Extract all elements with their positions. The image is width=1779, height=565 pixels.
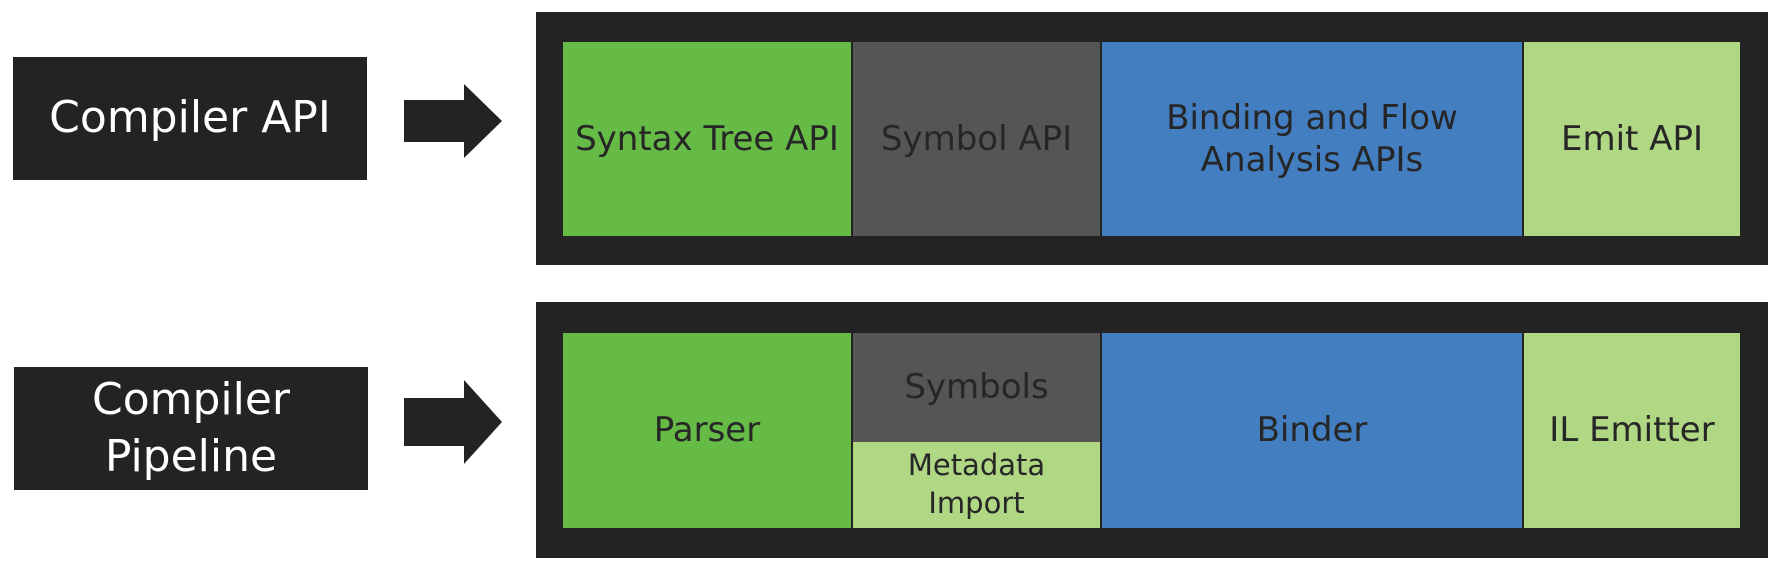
syntax-tree-api-text: Syntax Tree API [575,118,839,159]
compiler-api-label: Compiler API [13,57,367,180]
arrow-right-icon [404,380,502,464]
compiler-pipeline-label: Compiler Pipeline [14,367,368,490]
syntax-tree-api-block: Syntax Tree API [563,42,851,236]
symbols-block: Symbols [853,333,1100,442]
emit-api-block: Emit API [1524,42,1740,236]
parser-block: Parser [563,333,851,528]
il-emitter-text: IL Emitter [1549,410,1715,451]
binding-flow-analysis-apis-text: Binding and Flow Analysis APIs [1166,97,1458,181]
metadata-import-block: Metadata Import [853,442,1100,528]
binder-text: Binder [1256,410,1368,451]
il-emitter-block: IL Emitter [1524,333,1740,528]
metadata-import-text: Metadata Import [907,448,1046,520]
emit-api-text: Emit API [1561,118,1703,159]
symbol-api-text: Symbol API [880,118,1073,159]
parser-text: Parser [653,410,761,451]
symbol-api-block: Symbol API [853,42,1100,236]
binding-flow-analysis-apis-block: Binding and Flow Analysis APIs [1102,42,1522,236]
compiler-pipeline-frame: Parser Symbols Metadata Import Binder IL… [536,302,1768,558]
compiler-api-frame: Syntax Tree API Symbol API Binding and F… [536,12,1768,265]
compiler-pipeline-label-text: Compiler Pipeline [91,374,291,482]
arrow-right-icon [404,84,502,158]
binder-block: Binder [1102,333,1522,528]
compiler-api-label-text: Compiler API [49,92,331,144]
symbols-text: Symbols [904,367,1049,408]
